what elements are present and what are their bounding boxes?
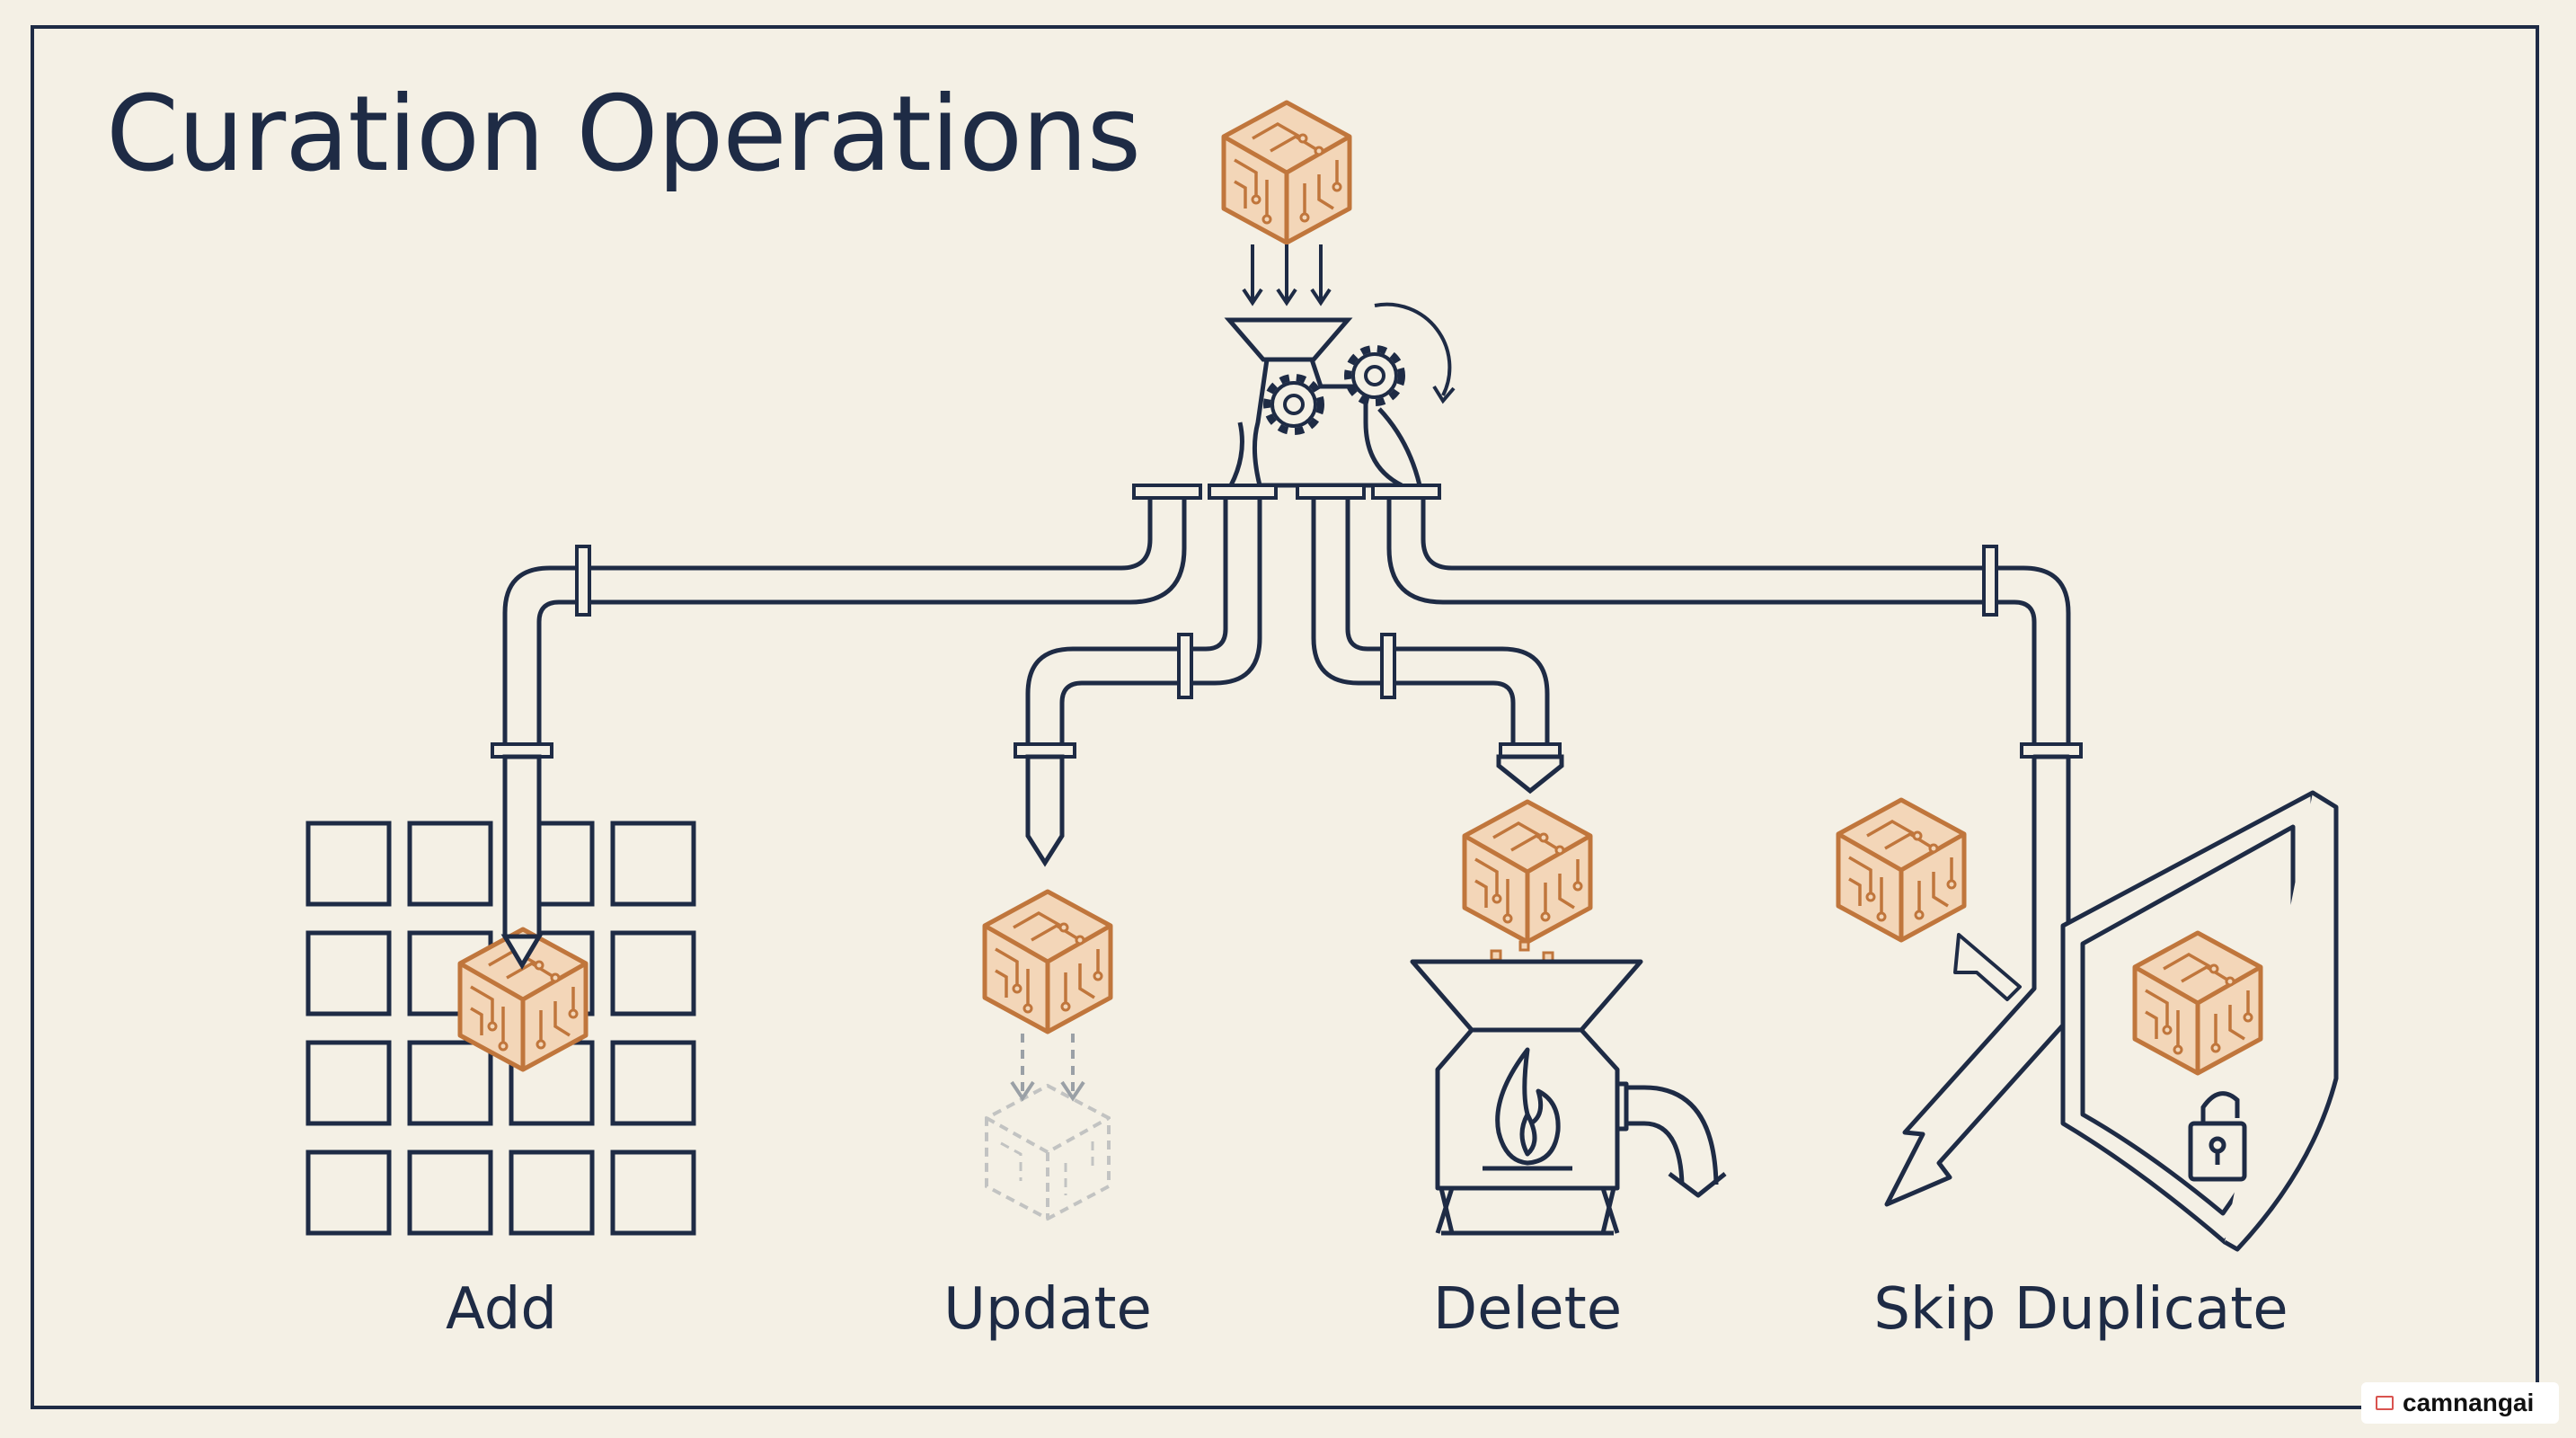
- pipes: [502, 498, 2071, 755]
- add-pipe-nozzle: [502, 754, 542, 939]
- skip-pipe-deflector: [1884, 754, 2071, 1207]
- padlock-icon: [2188, 1091, 2247, 1182]
- slide-frame: [31, 25, 2539, 1409]
- manifold-flanges: [1132, 484, 1441, 500]
- gear-funnel-icon: [1224, 302, 1456, 488]
- update-nozzle: [1025, 754, 1065, 867]
- delete-module-icon: [1465, 802, 1590, 942]
- operation-label-skip-duplicate: Skip Duplicate: [1873, 1276, 2288, 1343]
- pipe-couplings: [491, 545, 2083, 759]
- input-arrows: [1242, 244, 1332, 306]
- add-pipe-tip: [500, 934, 544, 970]
- watermark-text: camnangai: [2403, 1389, 2535, 1416]
- input-module-icon: [1224, 102, 1350, 243]
- operation-label-add: Add: [446, 1276, 557, 1343]
- update-arrows: [1010, 1034, 1085, 1102]
- watermark: camnangai: [2361, 1382, 2559, 1424]
- operation-label-delete: Delete: [1432, 1276, 1623, 1343]
- incinerator-icon: [1410, 959, 1727, 1236]
- update-module-icon: [985, 892, 1111, 1032]
- skip-duplicate-module-icon: [1838, 800, 1964, 940]
- operation-label-update: Update: [943, 1276, 1152, 1343]
- update-ghost-module-icon: [985, 1083, 1111, 1221]
- book-icon: [2376, 1396, 2394, 1410]
- page-title: Curation Operations: [106, 74, 1141, 195]
- delete-nozzle: [1496, 754, 1564, 794]
